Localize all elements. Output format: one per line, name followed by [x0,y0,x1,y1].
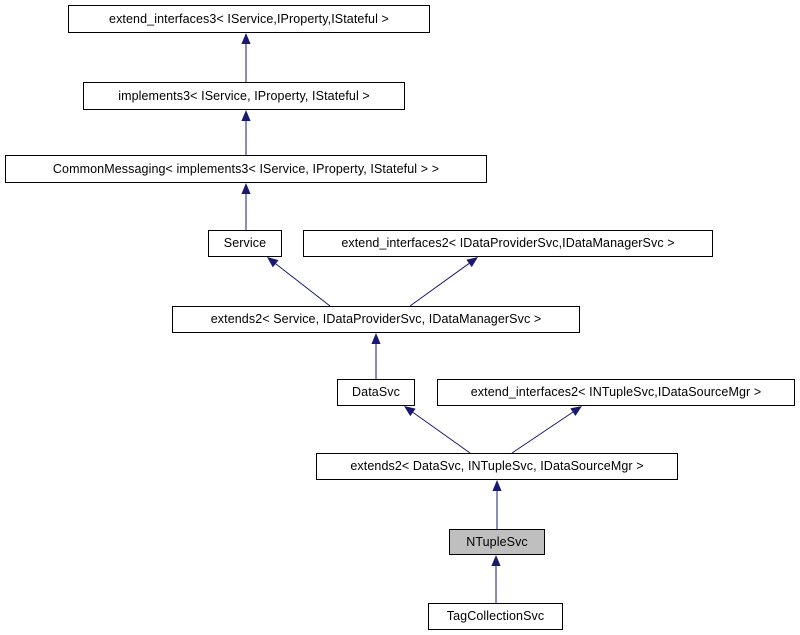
class-node-label: extend_interfaces3< IService,IProperty,I… [109,11,389,26]
class-node-label: implements3< IService, IProperty, IState… [118,88,370,103]
class-node-extend_interfaces3[interactable]: extend_interfaces3< IService,IProperty,I… [68,5,430,33]
class-node-extend_interfaces2_dp[interactable]: extend_interfaces2< IDataProviderSvc,IDa… [303,230,713,257]
arrowhead-icon [267,257,279,268]
inheritance-edge [241,183,251,230]
inheritance-edge [371,333,381,379]
class-node-label: CommonMessaging< implements3< IService, … [52,161,440,176]
class-node-CommonMessaging[interactable]: CommonMessaging< implements3< IService, … [5,155,487,183]
inheritance-edge [511,406,582,454]
arrowhead-icon [371,333,381,344]
inheritance-edge [409,257,478,307]
class-node-extend_interfaces2_nt[interactable]: extend_interfaces2< INTupleSvc,IDataSour… [437,379,795,406]
arrowhead-icon [492,480,502,491]
class-node-label: extend_interfaces2< IDataProviderSvc,IDa… [341,236,675,251]
class-node-Service[interactable]: Service [208,230,282,257]
arrowhead-icon [241,110,251,121]
class-node-TagCollectionSvc[interactable]: TagCollectionSvc [428,603,563,630]
class-node-extends2_service[interactable]: extends2< Service, IDataProviderSvc, IDa… [172,306,580,333]
arrowhead-icon [466,257,478,268]
arrowhead-icon [404,406,416,417]
class-node-DataSvc[interactable]: DataSvc [337,379,415,406]
edge-line [409,263,470,307]
edge-line [412,411,471,454]
class-node-label: extend_interfaces2< INTupleSvc,IDataSour… [470,385,762,400]
edge-line [275,263,331,307]
inheritance-edge [491,555,501,603]
arrowhead-icon [241,183,251,194]
class-node-label: extends2< Service, IDataProviderSvc, IDa… [210,312,542,327]
inheritance-edge [404,406,471,454]
class-node-extends2_datasvc[interactable]: extends2< DataSvc, INTupleSvc, IDataSour… [316,453,678,480]
class-node-label: NTupleSvc [466,534,528,549]
arrowhead-icon [491,555,501,566]
class-node-label: DataSvc [352,385,400,400]
class-node-NTupleSvc[interactable]: NTupleSvc [449,529,545,555]
class-node-implements3[interactable]: implements3< IService, IProperty, IState… [83,82,405,110]
class-node-label: Service [223,236,267,251]
inheritance-edge [267,257,331,307]
inheritance-edge [492,480,502,529]
class-node-label: extends2< DataSvc, INTupleSvc, IDataSour… [350,459,644,474]
edge-line [511,411,574,454]
inheritance-edge [241,33,251,82]
inheritance-edge [241,110,251,155]
arrowhead-icon [570,406,582,416]
class-node-label: TagCollectionSvc [446,609,545,624]
arrowhead-icon [241,33,251,44]
